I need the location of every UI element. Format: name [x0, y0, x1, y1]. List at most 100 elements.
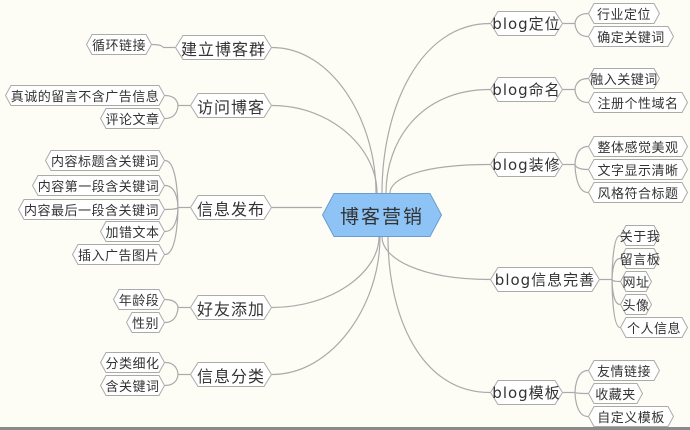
node-shape [190, 93, 272, 118]
node-label: blog模板 [492, 384, 561, 402]
node-label: 分类细化 [105, 357, 160, 372]
branch-node-left-3[interactable]: 好友添加 [190, 295, 272, 320]
node-shape [322, 193, 442, 237]
subtopic-node[interactable]: 性别 [126, 312, 165, 333]
node-shape [620, 225, 660, 246]
bottom-border [0, 427, 690, 430]
node-label: 加错文本 [105, 226, 160, 241]
node-label: 含关键词 [105, 380, 160, 395]
node-shape [588, 159, 688, 180]
branch-node-left-0[interactable]: 建立博客群 [175, 35, 272, 60]
subtopic-node[interactable]: 循环链接 [86, 34, 152, 55]
node-label: 收藏夹 [595, 388, 636, 403]
node-label: 关于我 [619, 230, 661, 245]
node-label: blog命名 [492, 81, 561, 99]
subtopic-node[interactable]: 分类细化 [100, 352, 165, 373]
subtopic-node[interactable]: 内容第一段含关键词 [32, 175, 165, 196]
subtopic-node[interactable]: 加错文本 [100, 221, 165, 242]
node-shape [588, 68, 660, 89]
node-label: 内容第一段含关键词 [37, 180, 160, 195]
node-shape [190, 362, 272, 387]
node-shape [588, 136, 688, 157]
subtopic-node[interactable]: 个人信息 [620, 317, 688, 338]
subtopic-node[interactable]: 文字显示清晰 [588, 159, 688, 180]
node-shape [175, 35, 272, 60]
node-shape [620, 317, 688, 338]
node-label: 信息发布 [196, 199, 265, 219]
subtopic-node[interactable]: 插入广告图片 [72, 244, 165, 265]
subtopic-node[interactable]: 整体感觉美观 [588, 136, 688, 157]
subtopic-node[interactable]: 自定义模板 [588, 406, 674, 427]
node-shape [100, 221, 165, 242]
node-label: 插入广告图片 [77, 249, 159, 264]
node-label: blog装修 [492, 156, 561, 174]
node-shape [588, 26, 674, 47]
node-shape [190, 295, 272, 320]
node-shape [588, 3, 660, 24]
node-shape [588, 360, 660, 381]
node-shape [490, 152, 563, 177]
node-label: 访问博客 [196, 97, 265, 117]
branch-node-left-1[interactable]: 访问博客 [190, 93, 272, 118]
subtopic-node[interactable]: 网址 [620, 271, 652, 292]
branch-node-right-4[interactable]: blog模板 [490, 380, 563, 405]
central-topic[interactable]: 博客营销 [322, 193, 442, 237]
branch-node-left-2[interactable]: 信息发布 [190, 195, 272, 220]
subtopic-node[interactable]: 关于我 [620, 225, 660, 246]
subtopic-node[interactable]: 含关键词 [100, 375, 165, 396]
subtopic-node[interactable]: 收藏夹 [588, 383, 643, 404]
node-label: 好友添加 [196, 299, 265, 319]
node-label: 真诚的留言不含广告信息 [10, 90, 160, 105]
node-label: 注册个性域名 [597, 97, 679, 112]
node-label: 行业定位 [596, 8, 651, 23]
node-shape [113, 289, 165, 310]
branch-node-right-2[interactable]: blog装修 [490, 152, 563, 177]
node-label: 留言板 [619, 253, 661, 268]
node-shape [100, 108, 165, 129]
subtopic-node[interactable]: 行业定位 [588, 3, 660, 24]
node-label: 头像 [622, 299, 650, 314]
node-shape [620, 248, 660, 269]
node-shape [126, 312, 165, 333]
subtopic-node[interactable]: 风格符合标题 [588, 182, 688, 203]
branch-node-right-1[interactable]: blog命名 [490, 77, 563, 102]
node-shape [5, 85, 165, 106]
subtopic-node[interactable]: 真诚的留言不含广告信息 [5, 85, 165, 106]
subtopic-node[interactable]: 确定关键词 [588, 26, 674, 47]
node-shape [100, 352, 165, 373]
node-label: blog定位 [492, 15, 561, 33]
node-shape [72, 244, 165, 265]
subtopic-node[interactable]: 评论文章 [100, 108, 165, 129]
node-label: 年龄段 [118, 294, 160, 309]
node-shape [588, 383, 643, 404]
subtopic-node[interactable]: 留言板 [620, 248, 660, 269]
node-label: 循环链接 [91, 39, 146, 54]
node-shape [588, 406, 674, 427]
subtopic-node[interactable]: 内容最后一段含关键词 [18, 199, 165, 220]
branch-node-left-4[interactable]: 信息分类 [190, 362, 272, 387]
subtopic-node[interactable]: 内容标题含关键词 [45, 150, 165, 171]
node-shape [588, 92, 688, 113]
node-label: 内容最后一段含关键词 [23, 204, 159, 219]
node-label: 风格符合标题 [597, 187, 679, 202]
node-label: 博客营销 [339, 205, 424, 228]
branch-node-right-3[interactable]: blog信息完善 [490, 267, 600, 292]
node-shape [86, 34, 152, 55]
subtopic-node[interactable]: 友情链接 [588, 360, 660, 381]
node-label: 网址 [622, 276, 650, 291]
branch-node-right-0[interactable]: blog定位 [490, 11, 563, 36]
node-shape [620, 271, 652, 292]
node-shape [490, 380, 563, 405]
subtopic-node[interactable]: 头像 [620, 294, 652, 315]
node-label: 文字显示清晰 [597, 164, 679, 179]
node-label: blog信息完善 [494, 271, 596, 289]
node-label: 个人信息 [626, 322, 681, 337]
subtopic-node[interactable]: 注册个性域名 [588, 92, 688, 113]
node-shape [190, 195, 272, 220]
subtopic-node[interactable]: 年龄段 [113, 289, 165, 310]
node-label: 性别 [131, 317, 159, 332]
subtopic-node[interactable]: 融入关键词 [588, 68, 660, 89]
node-label: 自定义模板 [597, 411, 665, 426]
